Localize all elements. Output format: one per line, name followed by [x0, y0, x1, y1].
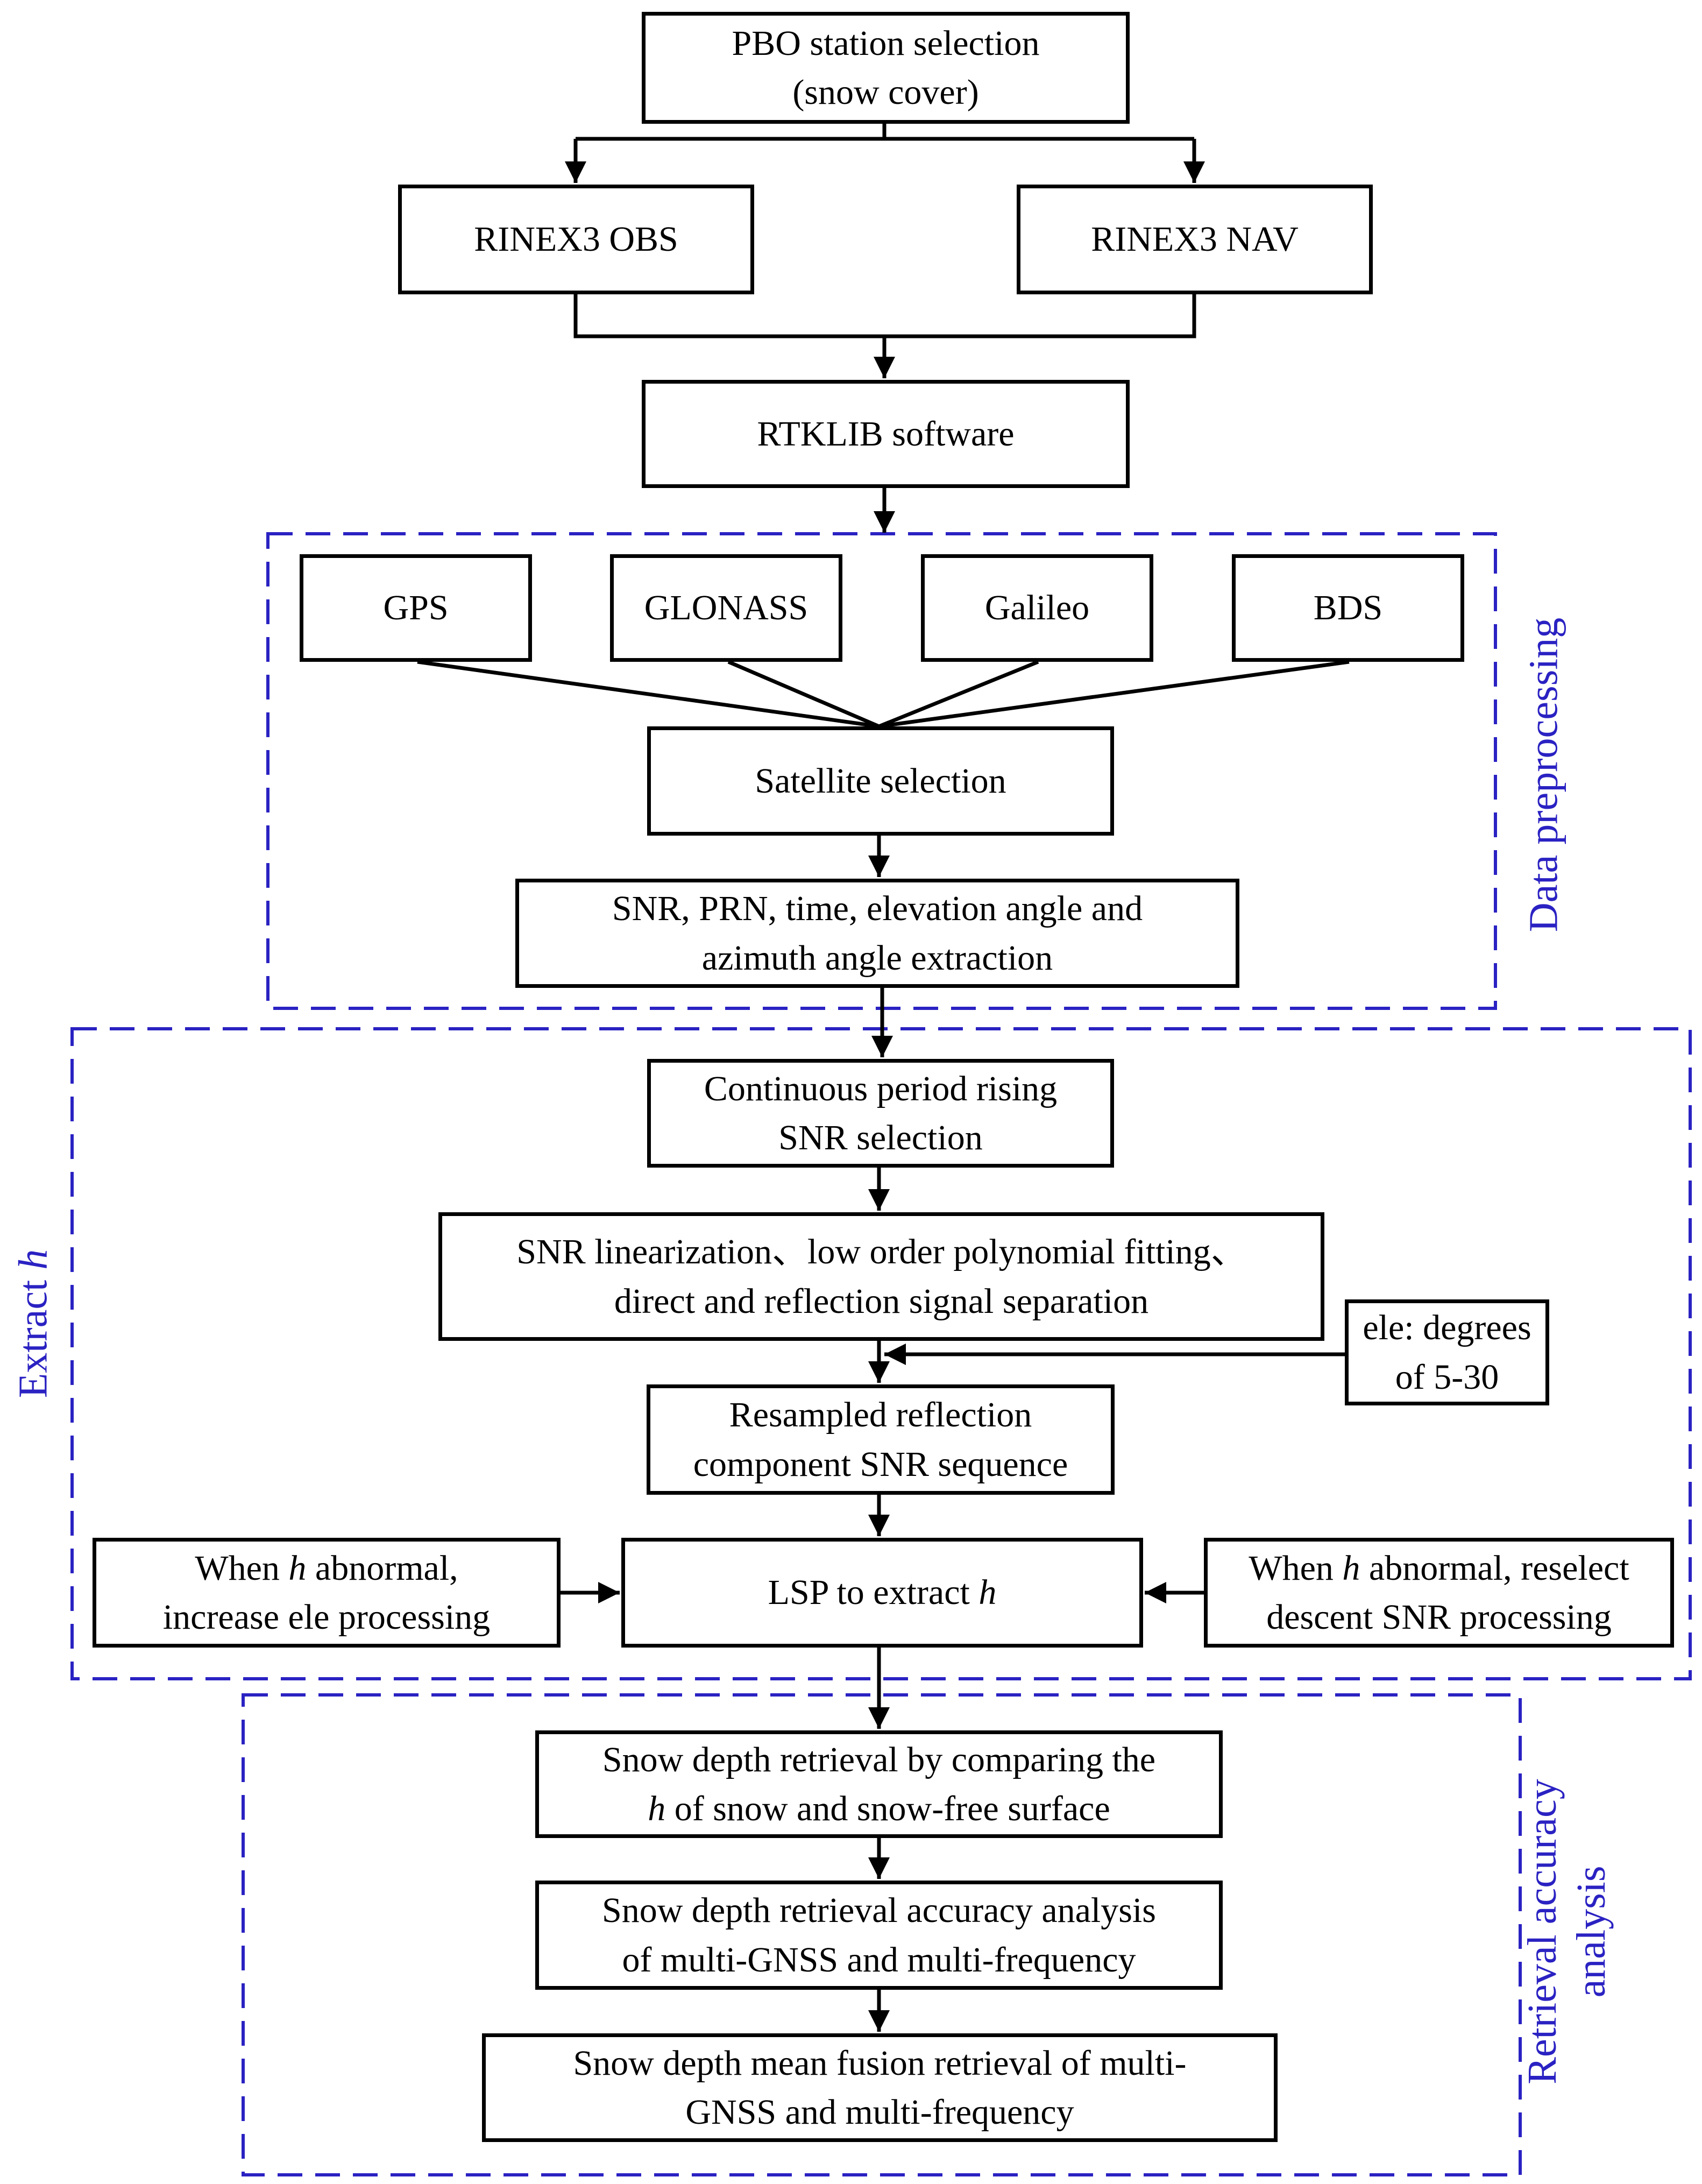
galileo-label: Galileo: [984, 588, 1090, 628]
ele-line-2: of 5-30: [1395, 1357, 1499, 1397]
left-abnormal-line-1: When h abnormal,: [195, 1548, 458, 1588]
connector-glonass-to-satsel: [727, 660, 880, 729]
lsp-extract-h-box: LSP to extract h: [621, 1538, 1143, 1648]
extraction-line-1: SNR, PRN, time, elevation angle and: [612, 889, 1143, 929]
extraction-line-2: azimuth angle extraction: [701, 938, 1053, 978]
nav-label: RINEX3 NAV: [1091, 220, 1299, 259]
glonass-box: GLONASS: [610, 554, 842, 662]
pbo-station-selection-box: PBO station selection (snow cover): [642, 12, 1130, 124]
reselect-descent-snr-box: When h abnormal, reselect descent SNR pr…: [1204, 1538, 1674, 1648]
pbo-line-2: (snow cover): [792, 73, 979, 112]
glonass-label: GLONASS: [644, 588, 809, 628]
ele-degrees-box: ele: degrees of 5-30: [1345, 1299, 1549, 1405]
fusion-line-1: Snow depth mean fusion retrieval of mult…: [573, 2043, 1187, 2083]
resampled-line-1: Resampled reflection: [729, 1395, 1032, 1435]
increase-ele-processing-box: When h abnormal, increase ele processing: [93, 1538, 561, 1648]
mean-fusion-box: Snow depth mean fusion retrieval of mult…: [482, 2033, 1278, 2142]
rinex3-nav-box: RINEX3 NAV: [1017, 185, 1373, 294]
snr-linearization-box: SNR linearization、low order polynomial f…: [438, 1212, 1324, 1341]
connector-obs-nav-merge: [573, 294, 1196, 338]
gps-box: GPS: [300, 554, 532, 662]
data-preprocessing-label: Data preprocessing: [1521, 617, 1566, 932]
bds-label: BDS: [1313, 588, 1383, 628]
left-abnormal-line-2: increase ele processing: [162, 1598, 491, 1637]
linearization-line-1: SNR linearization、low order polynomial f…: [516, 1232, 1246, 1272]
satsel-label: Satellite selection: [755, 761, 1006, 801]
connector-gps-to-satsel: [417, 660, 880, 729]
pbo-line-1: PBO station selection: [732, 23, 1040, 63]
rtklib-software-box: RTKLIB software: [642, 380, 1130, 488]
linearization-line-2: direct and reflection signal separation: [614, 1281, 1149, 1321]
rtklib-label: RTKLIB software: [757, 414, 1015, 454]
lsp-label: LSP to extract h: [768, 1573, 997, 1613]
snr-extraction-box: SNR, PRN, time, elevation angle and azim…: [515, 879, 1239, 988]
gps-label: GPS: [383, 588, 449, 628]
accuracy-analysis-box: Snow depth retrieval accuracy analysis o…: [535, 1881, 1223, 1990]
depth-compare-line-1: Snow depth retrieval by comparing the: [602, 1740, 1156, 1779]
right-abnormal-line-1: When h abnormal, reselect: [1249, 1548, 1629, 1588]
accuracy-line-2: of multi-GNSS and multi-frequency: [622, 1940, 1136, 1980]
connector-pbo-split: [576, 124, 1194, 141]
bds-box: BDS: [1232, 554, 1464, 662]
depth-compare-line-2: h of snow and snow-free surface: [648, 1789, 1110, 1828]
connector-bds-to-satsel: [878, 660, 1350, 729]
connector-galileo-to-satsel: [878, 660, 1039, 729]
obs-label: RINEX3 OBS: [474, 220, 678, 259]
rising-line-2: SNR selection: [778, 1118, 983, 1157]
retrieval-accuracy-label: Retrieval accuracy analysis: [1519, 1779, 1614, 2084]
fusion-line-2: GNSS and multi-frequency: [685, 2093, 1074, 2132]
resampled-line-2: component SNR sequence: [693, 1444, 1068, 1484]
galileo-box: Galileo: [921, 554, 1153, 662]
resampled-snr-box: Resampled reflection component SNR seque…: [647, 1384, 1115, 1495]
right-abnormal-line-2: descent SNR processing: [1266, 1598, 1612, 1637]
ele-line-1: ele: degrees: [1363, 1308, 1531, 1348]
rising-snr-selection-box: Continuous period rising SNR selection: [647, 1059, 1114, 1168]
extract-h-label: Extract h: [10, 1249, 56, 1398]
rising-line-1: Continuous period rising: [704, 1069, 1058, 1108]
rinex3-obs-box: RINEX3 OBS: [398, 185, 754, 294]
snow-depth-comparison-box: Snow depth retrieval by comparing the h …: [535, 1730, 1223, 1838]
accuracy-line-1: Snow depth retrieval accuracy analysis: [602, 1891, 1156, 1931]
satellite-selection-box: Satellite selection: [647, 726, 1114, 836]
retrieval-accuracy-group-frame: [242, 1693, 1522, 2176]
